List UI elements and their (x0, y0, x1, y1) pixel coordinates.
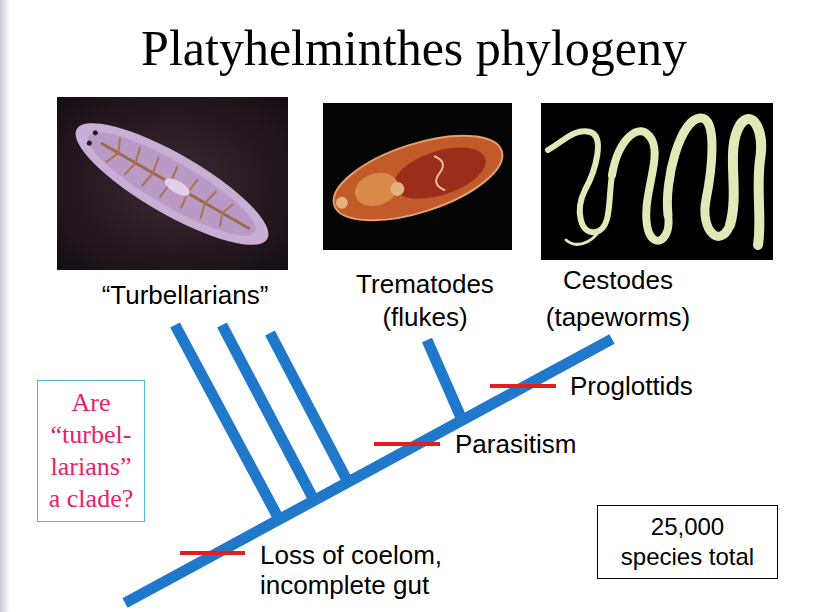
taxon-label: “Turbellarians” (55, 280, 315, 310)
character-label: Proglottids (570, 371, 770, 401)
character-label: Loss of coelom, incomplete gut (260, 540, 460, 600)
question-box: Are “turbel- larians” a clade? (37, 380, 145, 522)
box-text: Are “turbel- larians” a clade? (46, 387, 136, 515)
taxon-label: Trematodes (flukes) (345, 268, 505, 334)
taxon-label: Cestodes (tapeworms) (533, 262, 703, 336)
flatworm-photo (57, 97, 288, 270)
slide-edge (0, 0, 10, 612)
phylogeny-tree (125, 325, 612, 603)
slide-title: Platyhelminthes phylogeny (0, 18, 828, 78)
character-ticks (180, 386, 556, 553)
note-box: 25,000 species total (597, 505, 778, 579)
fluke-photo (323, 103, 512, 250)
character-label: Parasitism (455, 429, 655, 459)
box-text: 25,000 species total (615, 512, 760, 572)
tapeworm-photo (541, 103, 773, 260)
